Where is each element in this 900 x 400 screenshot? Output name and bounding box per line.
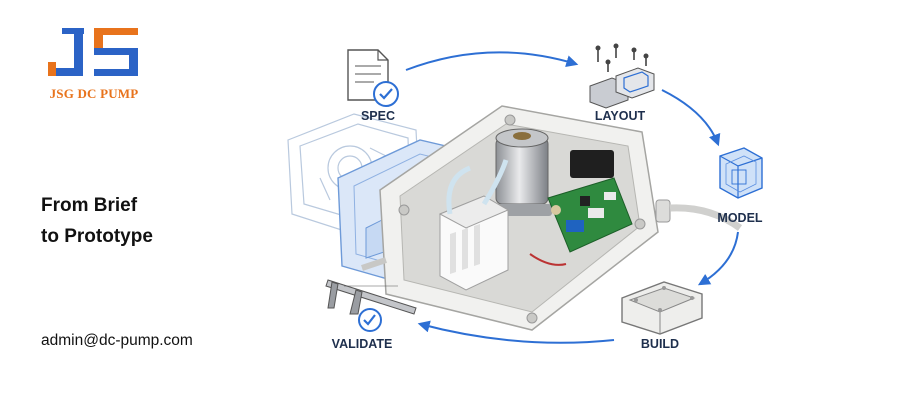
step-label-spec: SPEC <box>361 109 395 123</box>
process-cycle-arrows <box>405 51 739 344</box>
step-label-build: BUILD <box>641 337 679 351</box>
pump-head <box>438 159 567 291</box>
enclosure-box-icon <box>621 281 703 335</box>
circuit-board <box>547 177 633 253</box>
process-illustration: SPEC LAYOUT MODEL BUILD VALIDATE <box>287 43 763 351</box>
step-label-model: MODEL <box>717 211 763 225</box>
brand-name: JSG DC PUMP <box>49 86 139 101</box>
headline-line-1: From Brief <box>41 195 138 216</box>
step-label-validate: VALIDATE <box>332 337 393 351</box>
document-check-icon <box>347 49 399 107</box>
wireframe-cube-icon <box>719 147 763 199</box>
headline-line-2: to Prototype <box>41 226 153 247</box>
step-label-layout: LAYOUT <box>595 109 646 123</box>
caliper-check-icon <box>325 279 417 332</box>
dc-motor <box>492 128 552 216</box>
brand-logo: JSG DC PUMP <box>44 28 144 108</box>
jsg-logo-mark <box>48 28 138 76</box>
contact-email[interactable]: admin@dc-pump.com <box>41 332 193 349</box>
parts-screws-icon <box>589 43 655 109</box>
relay-component <box>570 150 614 178</box>
headline: From Brief to Prototype <box>41 190 153 252</box>
